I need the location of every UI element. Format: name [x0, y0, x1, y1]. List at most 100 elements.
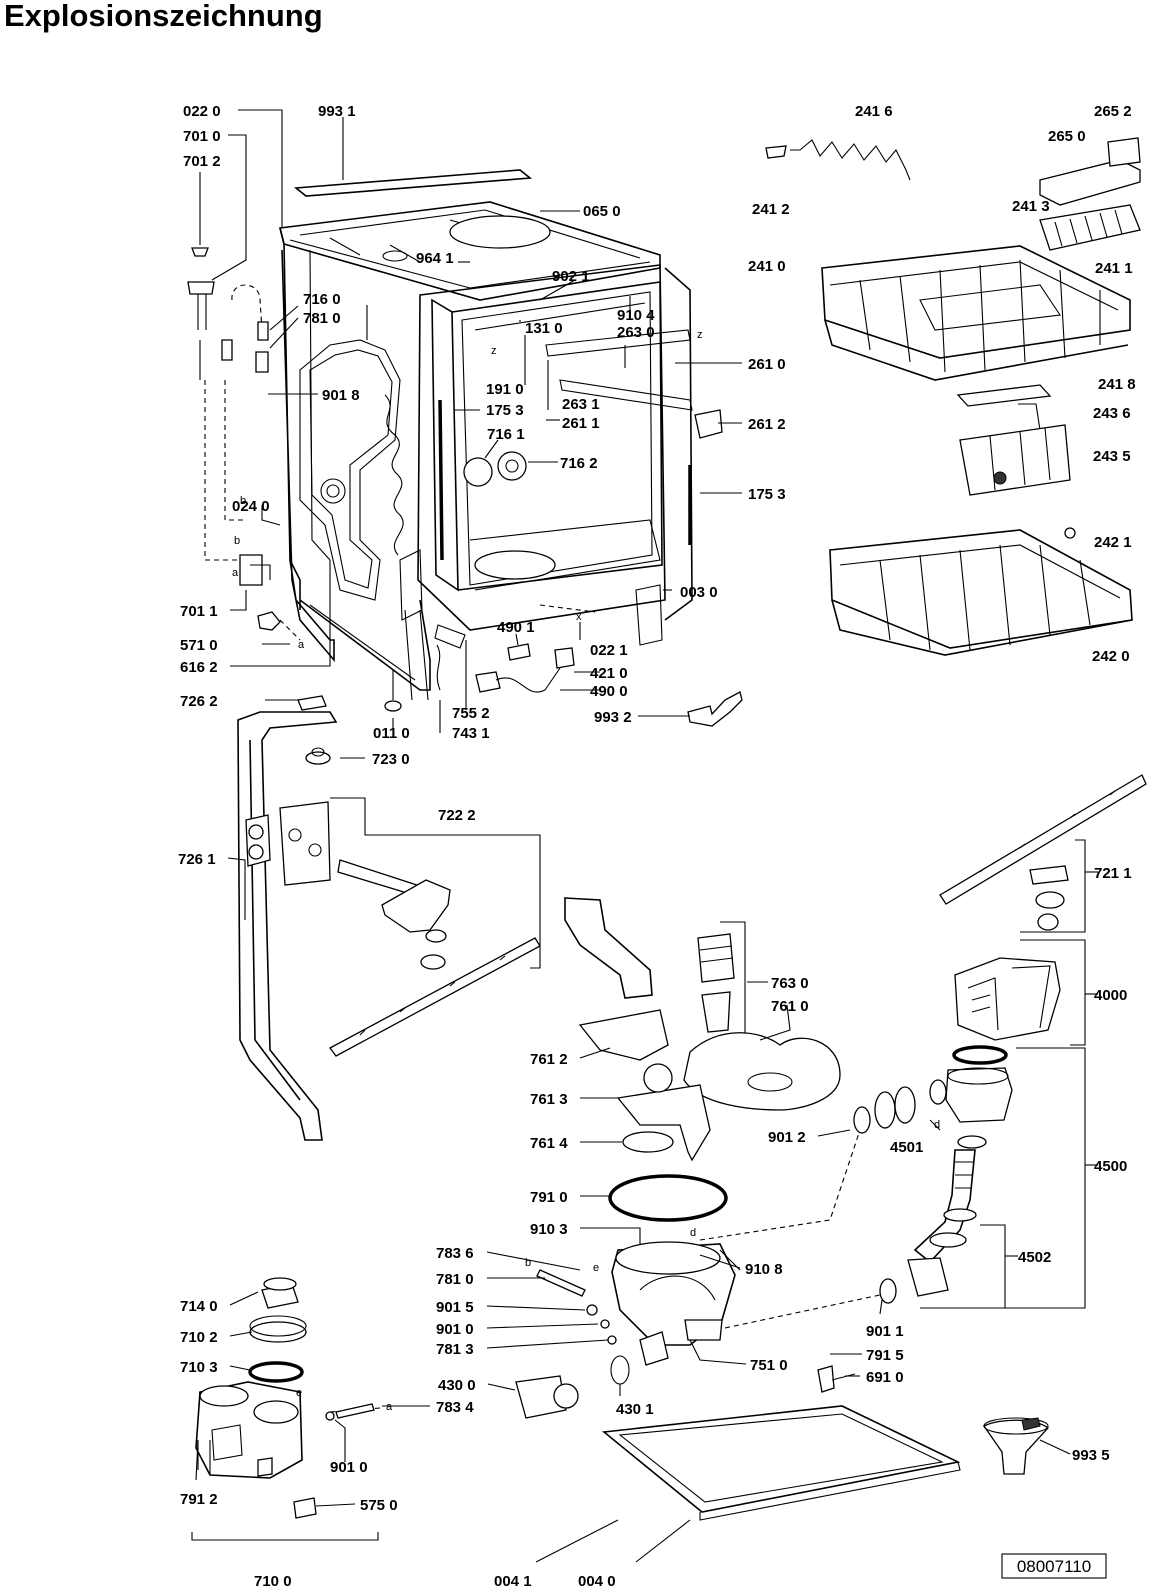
part-label: 263 1 — [562, 396, 600, 413]
base-plate-drawing — [602, 1405, 1049, 1521]
svg-text:b: b — [525, 1257, 531, 1269]
svg-text:z: z — [491, 345, 497, 357]
part-label: 901 0 — [436, 1321, 474, 1338]
part-label: 261 0 — [748, 356, 786, 373]
part-label: 761 4 — [530, 1135, 568, 1152]
svg-text:x: x — [576, 611, 582, 623]
part-label: 901 2 — [768, 1129, 806, 1146]
part-label: 691 0 — [866, 1369, 904, 1386]
part-label: 781 0 — [303, 310, 341, 327]
part-label: 4500 — [1094, 1158, 1127, 1175]
part-label: 004 1 — [494, 1573, 532, 1586]
svg-text:a: a — [232, 567, 239, 579]
part-label: 755 2 — [452, 705, 490, 722]
part-label: 701 0 — [183, 128, 221, 145]
part-label: 003 0 — [680, 584, 718, 601]
part-label: 901 5 — [436, 1299, 474, 1316]
part-label: 791 0 — [530, 1189, 568, 1206]
part-label: 902 1 — [552, 268, 590, 285]
part-label: 751 0 — [750, 1357, 788, 1374]
part-label: 901 1 — [866, 1323, 904, 1340]
part-label: 243 5 — [1093, 448, 1131, 465]
part-label: 781 0 — [436, 1271, 474, 1288]
part-label: 575 0 — [360, 1497, 398, 1514]
svg-text:e: e — [296, 1387, 302, 1399]
part-label: 241 8 — [1098, 376, 1136, 393]
part-label: 726 1 — [178, 851, 216, 868]
part-label: 4000 — [1094, 987, 1127, 1004]
part-label: 761 2 — [530, 1051, 568, 1068]
part-label: 701 2 — [183, 153, 221, 170]
doc-number: 08007110 — [1017, 1557, 1091, 1576]
svg-text:b: b — [234, 535, 240, 547]
part-label: 011 0 — [373, 725, 410, 742]
part-label: 265 2 — [1094, 103, 1132, 120]
part-label: 175 3 — [748, 486, 786, 503]
svg-text:d: d — [934, 1119, 940, 1131]
part-label: 901 0 — [330, 1459, 368, 1476]
part-label: 722 2 — [438, 807, 476, 824]
part-label: 714 0 — [180, 1298, 218, 1315]
connection-marks: b a a z z x e b d d e a b — [232, 329, 940, 1413]
part-label: 430 0 — [438, 1377, 476, 1394]
sump-pump-drawing — [329, 897, 881, 1419]
part-label: 490 1 — [497, 619, 535, 636]
part-label: 901 8 — [322, 387, 360, 404]
part-label: 710 2 — [180, 1329, 218, 1346]
part-label: 131 0 — [525, 320, 563, 337]
part-label: 763 0 — [771, 975, 809, 992]
tub-frame-drawing — [279, 169, 723, 712]
part-label: 241 0 — [748, 258, 786, 275]
part-label: 910 4 — [617, 307, 655, 324]
part-label: 781 3 — [436, 1341, 474, 1358]
part-label: 783 4 — [436, 1399, 474, 1416]
part-label: 743 1 — [452, 725, 490, 742]
svg-text:a: a — [386, 1401, 393, 1413]
svg-text:d: d — [690, 1227, 696, 1239]
part-label: 242 0 — [1092, 648, 1130, 665]
part-label: 022 1 — [590, 642, 628, 659]
part-label: 791 5 — [866, 1347, 904, 1364]
part-label: 263 0 — [617, 324, 655, 341]
part-label: 241 3 — [1012, 198, 1050, 215]
part-label: 241 2 — [752, 201, 790, 218]
part-label: 723 0 — [372, 751, 410, 768]
small-electrical-parts — [475, 643, 743, 727]
part-label: 571 0 — [180, 637, 218, 654]
page-title: Explosionszeichnung — [4, 0, 323, 33]
part-label: 964 1 — [416, 250, 454, 267]
part-label: 993 1 — [318, 103, 356, 120]
part-label: 430 1 — [616, 1401, 654, 1418]
part-label: 265 0 — [1048, 128, 1086, 145]
part-label: 710 0 — [254, 1573, 292, 1586]
svg-text:b: b — [240, 495, 246, 507]
baskets-drawing — [765, 137, 1141, 656]
part-label: 993 5 — [1072, 1447, 1110, 1464]
part-label: 065 0 — [583, 203, 621, 220]
part-label: 783 6 — [436, 1245, 474, 1262]
part-label: 241 6 — [855, 103, 893, 120]
part-label: 993 2 — [594, 709, 632, 726]
part-label: 191 0 — [486, 381, 524, 398]
inlet-valve-parts — [187, 247, 301, 641]
part-label: 241 1 — [1095, 260, 1133, 277]
part-label: 701 1 — [180, 603, 218, 620]
leader-lines — [195, 109, 1098, 1563]
part-label: 910 8 — [745, 1261, 783, 1278]
part-label: 716 0 — [303, 291, 341, 308]
part-labels: 022 0 993 1 701 0 701 2 065 0 964 1 902 … — [178, 103, 1136, 1586]
part-label: 421 0 — [590, 665, 628, 682]
part-label: 910 3 — [530, 1221, 568, 1238]
part-label: 761 3 — [530, 1091, 568, 1108]
part-label: 175 3 — [486, 402, 524, 419]
part-label: 4502 — [1018, 1249, 1051, 1266]
part-label: 490 0 — [590, 683, 628, 700]
doc-number-box — [1001, 1553, 1107, 1579]
part-label: 4501 — [890, 1139, 923, 1156]
circulation-pump-drawing — [817, 774, 1147, 1393]
part-label: 716 1 — [487, 426, 525, 443]
svg-text:z: z — [697, 329, 703, 341]
part-label: 024 0 — [232, 498, 270, 515]
part-label: 261 1 — [562, 415, 600, 432]
